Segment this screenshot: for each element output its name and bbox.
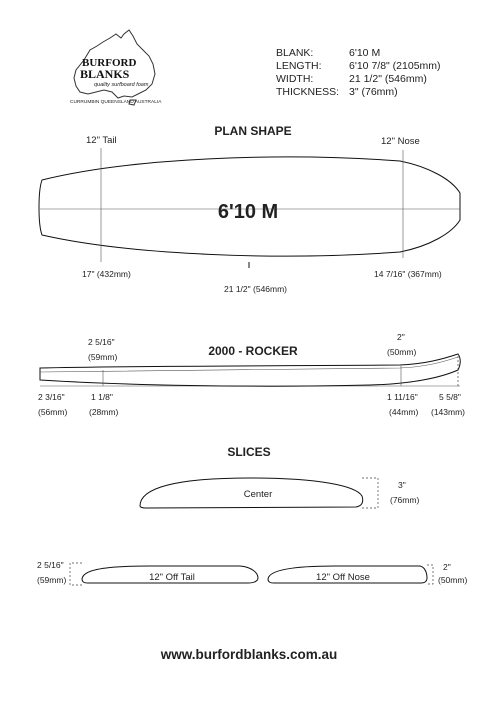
center-slice-outline: [139, 477, 364, 509]
center-slice-label: Center: [244, 489, 273, 500]
plan-center-width: 21 1/2" (546mm): [224, 284, 287, 294]
slices-heading: SLICES: [227, 445, 270, 459]
plan-heading: PLAN SHAPE: [214, 124, 291, 138]
rocker-tail12-mm: (59mm): [88, 352, 117, 362]
rocker-tail-end-mm: (56mm): [38, 407, 67, 417]
center-thickness-bracket: [362, 477, 379, 509]
plan-tail-label: 12" Tail: [86, 135, 117, 146]
spec-value-thickness: 3" (76mm): [349, 86, 398, 98]
logo-location: CURRUMBIN QUEENSLAND AUSTRALIA: [70, 99, 162, 105]
rocker-nose-end-in: 5 5/8": [439, 392, 461, 402]
plan-nose-label: 12" Nose: [381, 136, 420, 147]
tail-thickness-bracket: [69, 562, 82, 586]
spec-table: BLANK: 6'10 M LENGTH: 6'10 7/8" (2105mm)…: [276, 47, 441, 98]
rocker-nose-off-in: 1 11/16": [387, 392, 418, 402]
nose-thickness-in: 2": [443, 562, 451, 572]
nose-thickness-mm: (50mm): [438, 575, 467, 585]
nose-thickness-bracket: [427, 564, 434, 585]
rocker-tail-off-in: 1 1/8": [91, 392, 113, 402]
rocker-nose-off-mm: (44mm): [389, 407, 418, 417]
rocker-tail-off-mm: (28mm): [89, 407, 118, 417]
nose-slice-outline: [267, 565, 428, 584]
spec-label-length: LENGTH:: [276, 60, 322, 72]
tail-slice-outline: [81, 565, 259, 584]
plan-tail-width: 17" (432mm): [82, 269, 131, 279]
logo-brand-line1: BURFORD: [82, 57, 136, 69]
spec-value-blank: 6'10 M: [349, 47, 380, 59]
slices-section: SLICES Center 3" (76mm) 12" Off Tail 2 5…: [37, 445, 467, 586]
burford-blanks-logo: BURFORD BLANKS quality surfboard foam CU…: [70, 29, 162, 106]
rocker-nose-end-mm: (143mm): [431, 407, 465, 417]
rocker-section: 2000 - ROCKER 2 5/16" (59mm) 2" (50mm) 2…: [38, 332, 465, 417]
spec-value-length: 6'10 7/8" (2105mm): [349, 60, 441, 72]
tail-thickness-in: 2 5/16": [37, 560, 64, 570]
spec-value-width: 21 1/2" (546mm): [349, 73, 427, 85]
plan-nose-width: 14 7/16" (367mm): [374, 269, 442, 279]
plan-model-label: 6'10 M: [218, 201, 278, 223]
rocker-nose12-in: 2": [397, 332, 405, 342]
rocker-nose12-mm: (50mm): [387, 347, 416, 357]
tail-thickness-mm: (59mm): [37, 575, 66, 585]
plan-shape-section: PLAN SHAPE 12" Tail 12" Nose 6'10 M 17" …: [38, 124, 461, 294]
center-thickness-in: 3": [398, 480, 406, 490]
rocker-heading: 2000 - ROCKER: [208, 344, 298, 358]
website-url[interactable]: www.burfordblanks.com.au: [160, 647, 338, 662]
logo-brand-line2: BLANKS: [80, 67, 130, 81]
center-thickness-mm: (76mm): [390, 495, 419, 505]
tail-slice-label: 12" Off Tail: [149, 572, 195, 583]
plan-outline: [38, 156, 461, 257]
spec-label-width: WIDTH:: [276, 73, 313, 85]
rocker-tail12-in: 2 5/16": [88, 337, 115, 347]
logo-tagline: quality surfboard foam: [94, 82, 149, 88]
nose-slice-label: 12" Off Nose: [316, 572, 370, 583]
spec-label-thickness: THICKNESS:: [276, 86, 339, 98]
australia-map-icon: [73, 29, 156, 106]
spec-label-blank: BLANK:: [276, 47, 313, 59]
rocker-profile: [39, 353, 461, 387]
rocker-tail-end-in: 2 3/16": [38, 392, 65, 402]
